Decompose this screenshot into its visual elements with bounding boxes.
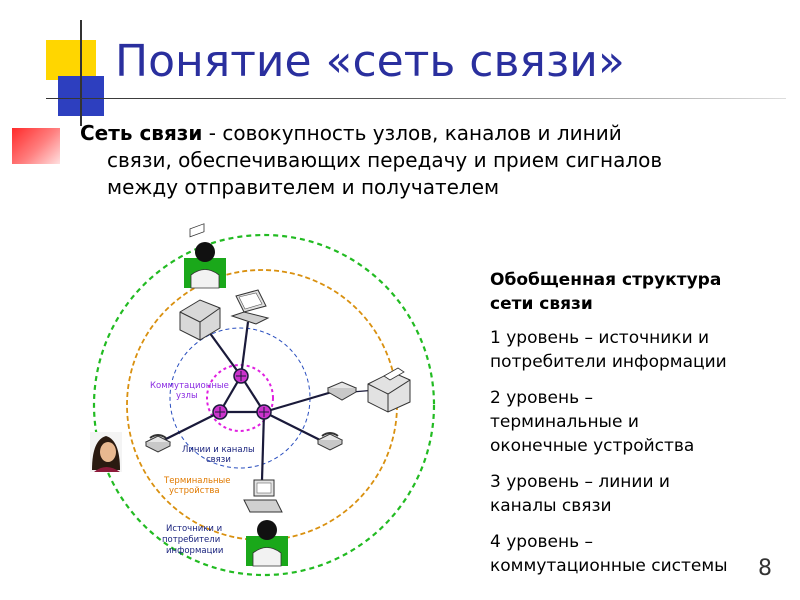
definition-term: Сеть связи (80, 121, 203, 145)
slide-title: Понятие «сеть связи» (115, 36, 625, 87)
switching-node-left (212, 404, 228, 420)
modem-icon (326, 381, 358, 401)
person-top-icon (184, 242, 226, 289)
level-3-line-2: каналы связи (490, 496, 612, 516)
link-node-phone-left (159, 411, 221, 443)
phone-right-icon (316, 432, 344, 451)
switching-node-top (233, 368, 249, 384)
structure-title-line-1: Обобщенная структура (490, 270, 722, 290)
links (159, 321, 333, 481)
link-node-phone-right (263, 411, 321, 441)
level-4-line-2: коммутационные системы (490, 556, 728, 576)
level-2-line-1: 2 уровень – (490, 388, 593, 408)
label-sources-1: Источники и (166, 524, 222, 534)
switching-node-right (256, 404, 272, 420)
definition-line-3: между отправителем и получателем (107, 175, 500, 199)
label-sources-3: информации (166, 546, 223, 556)
decor-vertical-line (80, 20, 82, 126)
level-2-line-2: терминальные и (490, 412, 639, 432)
level-1-line-1: 1 уровень – источники и (490, 328, 710, 348)
label-terminals-2: устройства (169, 486, 220, 496)
link-node-laptop (239, 321, 250, 377)
link-node-computer (260, 411, 266, 481)
level-3-line-1: 3 уровень – линии и (490, 472, 670, 492)
level-1-line-2: потребители информации (490, 352, 727, 372)
printer-icon (179, 223, 221, 341)
label-switching-2: узлы (176, 391, 198, 401)
structure-title-line-2: сети связи (490, 294, 593, 314)
definition-line-1: Сеть связи - совокупность узлов, каналов… (80, 120, 780, 147)
level-item-3: 3 уровень – линии и каналы связи (490, 470, 790, 518)
label-lines-1: Линии и каналы (182, 445, 255, 455)
level-item-1: 1 уровень – источники и потребители инфо… (490, 326, 790, 374)
laptop-icon (230, 289, 270, 325)
person-bottom-icon (246, 520, 288, 567)
label-lines-2: связи (206, 455, 231, 465)
definition-line-2: связи, обеспечивающих передачу и прием с… (107, 148, 663, 172)
computer-icon (243, 479, 283, 513)
structure-title: Обобщенная структура сети связи (490, 268, 790, 316)
link-node-modem (263, 390, 333, 414)
person-left-icon (90, 432, 122, 472)
level-item-2: 2 уровень – терминальные и оконечные уст… (490, 386, 790, 458)
label-sources-2: потребители (162, 535, 220, 545)
decor-yellow-square (46, 40, 96, 80)
switching-ring (206, 364, 274, 432)
decor-red-bullet-square (12, 128, 60, 164)
label-switching-1: Коммутационные (150, 381, 229, 391)
definition-text: Сеть связи - совокупность узлов, каналов… (80, 120, 780, 201)
definition-text-1: - совокупность узлов, каналов и линий (202, 121, 622, 145)
outer-ring (92, 233, 436, 577)
page-number: 8 (758, 556, 772, 581)
label-terminals-1: Терминальные (163, 476, 230, 486)
decor-horizontal-line (46, 98, 786, 99)
level-2-line-3: оконечные устройства (490, 436, 695, 456)
structure-legend: Обобщенная структура сети связи 1 уровен… (490, 268, 790, 590)
level-4-line-1: 4 уровень – (490, 532, 593, 552)
phone-left-icon (144, 434, 172, 453)
level-item-4: 4 уровень – коммутационные системы (490, 530, 790, 578)
fax-icon (367, 367, 411, 413)
